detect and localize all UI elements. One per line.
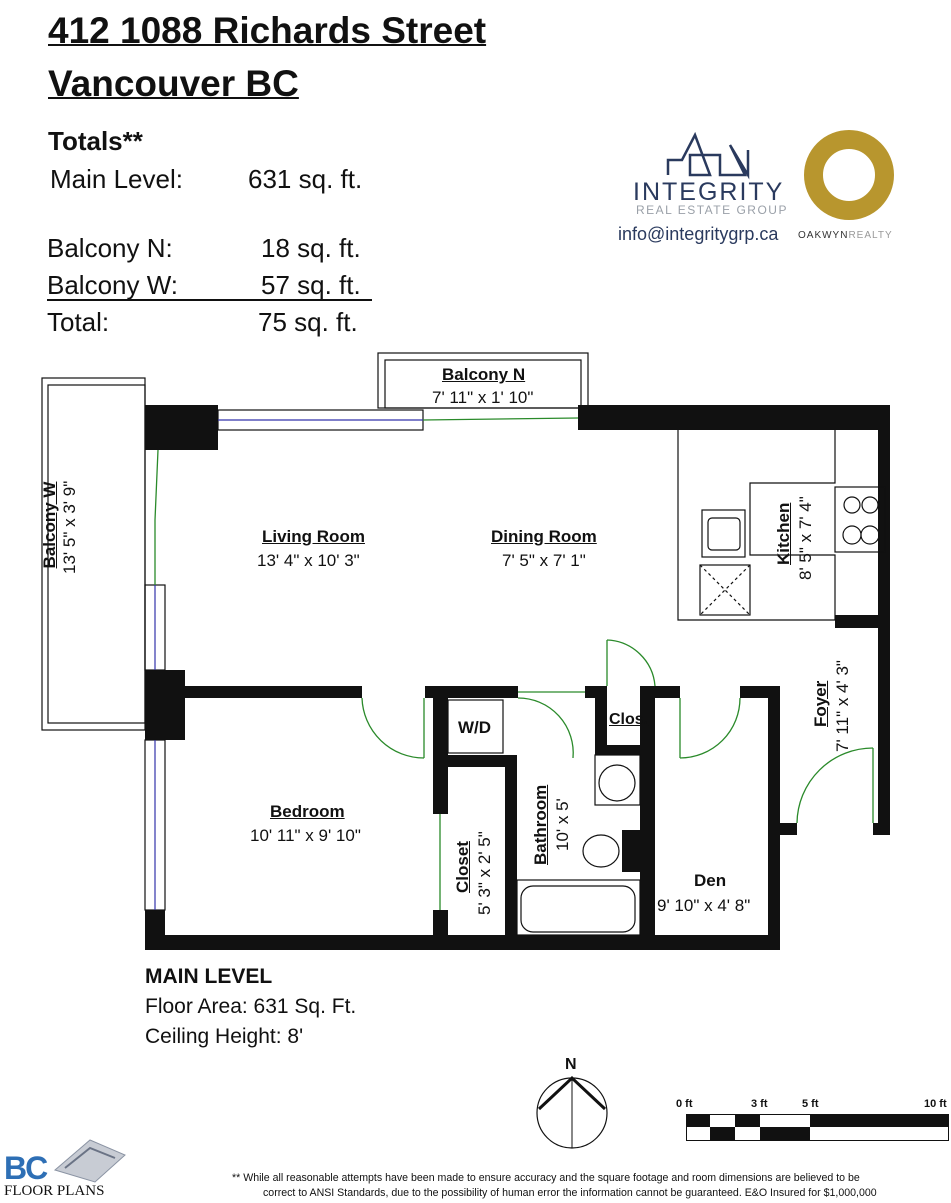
realty-text: REALTY	[848, 230, 893, 241]
compass-label: N	[565, 1056, 577, 1073]
scale-10: 10 ft	[924, 1098, 947, 1110]
bathroom-name: Bathroom	[531, 784, 550, 865]
bedroom-dim: 10' 11" x 9' 10"	[250, 826, 361, 845]
floor-plans-logo-text: FLOOR PLANS	[4, 1183, 105, 1199]
wd-label: W/D	[458, 718, 492, 737]
washer-dryer	[447, 699, 504, 754]
kitchen-name: Kitchen	[774, 502, 793, 565]
sink-icon	[701, 509, 746, 558]
balcony-w-inner	[47, 384, 146, 724]
integrity-name: INTEGRITY	[633, 178, 785, 206]
balcony-n-dim: 7' 11" x 1' 10"	[432, 388, 534, 407]
integrity-sub: REAL ESTATE GROUP	[636, 203, 788, 217]
bathtub-icon	[516, 879, 641, 936]
bc-logo-text: BC	[4, 1150, 48, 1186]
total-label: Total:	[47, 307, 110, 337]
dishwasher-icon	[699, 564, 751, 616]
den-name: Den	[694, 871, 727, 890]
email-link[interactable]: info@integritygrp.ca	[618, 224, 779, 244]
vanity-icon	[594, 754, 641, 806]
kitchen-dim: 8' 5" x 7' 4"	[796, 496, 815, 580]
level-name: MAIN LEVEL	[145, 965, 273, 988]
foyer-dim: 7' 11" x 4' 3"	[833, 660, 852, 752]
balcony-w-label: Balcony W 13' 5" x 3' 9"	[40, 470, 80, 574]
balcony-w-label: Balcony W:	[47, 270, 179, 300]
level-ceiling: Ceiling Height: 8'	[145, 1025, 304, 1048]
scale-bar	[686, 1114, 949, 1141]
total-value: 75 sq. ft.	[258, 307, 358, 337]
living-room-name: Living Room	[262, 527, 365, 546]
kitchen-label: Kitchen 8' 5" x 7' 4"	[773, 496, 817, 580]
scale-0: 0 ft	[676, 1098, 693, 1110]
dining-room-dim: 7' 5" x 7' 1"	[502, 551, 586, 570]
compass-icon	[536, 1075, 608, 1149]
fixtures	[447, 430, 886, 936]
closet-label: Closet 5' 3" x 2' 5"	[452, 831, 496, 915]
main-level-label: Main Level:	[50, 164, 183, 194]
balcony-n-inner	[384, 359, 582, 409]
scale-3: 3 ft	[751, 1098, 768, 1110]
integrity-logo-icon	[666, 131, 750, 180]
balcony-w-value: 57 sq. ft.	[261, 270, 361, 300]
level-area: Floor Area: 631 Sq. Ft.	[145, 995, 357, 1018]
foyer-label: Foyer 7' 11" x 4' 3"	[810, 660, 854, 752]
living-room-dim: 13' 4" x 10' 3"	[257, 551, 360, 570]
totals-heading: Totals**	[48, 126, 143, 156]
den-dim: 9' 10" x 4' 8"	[657, 896, 751, 915]
closet-name: Closet	[453, 841, 472, 893]
stove-icon	[834, 486, 886, 553]
bathroom-label: Bathroom 10' x 5'	[530, 785, 574, 865]
dining-room-name: Dining Room	[491, 527, 597, 546]
address-line-1: 412 1088 Richards Street	[48, 10, 487, 51]
walls	[145, 405, 890, 950]
address-line-2: Vancouver BC	[48, 63, 299, 104]
disclaimer-line-1: ** While all reasonable attempts have be…	[232, 1172, 860, 1184]
main-level-value: 631 sq. ft.	[248, 164, 363, 194]
closet-dim: 5' 3" x 2' 5"	[475, 831, 494, 915]
oakwyn-text: OAKWYN	[798, 230, 849, 241]
balconies	[41, 352, 589, 731]
bathroom-dim: 10' x 5'	[553, 798, 572, 851]
balcony-w-name: Balcony W	[40, 481, 59, 569]
clos-label: Clos.	[609, 711, 649, 728]
toilet-icon	[582, 834, 620, 868]
bc-floorplans-logo-icon	[53, 1139, 126, 1183]
scale-5: 5 ft	[802, 1098, 819, 1110]
balcony-n-label: Balcony N:	[47, 233, 173, 263]
balcony-n-value: 18 sq. ft.	[261, 233, 361, 263]
balcony-n-name: Balcony N	[442, 365, 526, 384]
bedroom-name: Bedroom	[270, 802, 345, 821]
foyer-name: Foyer	[811, 680, 830, 727]
disclaimer-line-2: correct to ANSI Standards, due to the po…	[263, 1187, 877, 1199]
oakwyn-label: OAKWYNREALTY	[798, 230, 893, 241]
balcony-w-dim: 13' 5" x 3' 9"	[60, 480, 79, 574]
doors	[154, 417, 874, 910]
totals-divider	[47, 299, 372, 301]
